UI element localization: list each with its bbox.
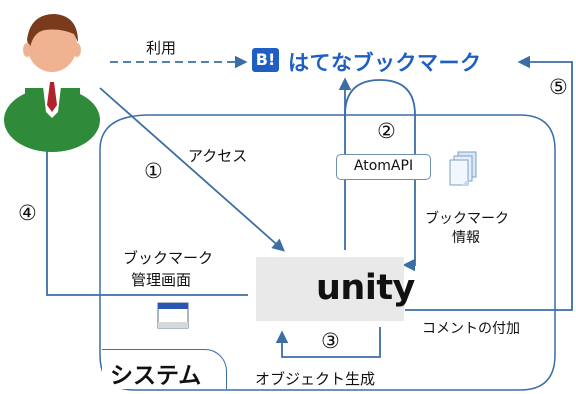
usage-label: 利用	[146, 39, 177, 57]
system-boundary	[99, 114, 556, 391]
hatena-bookmark-name: はてなブックマーク	[288, 51, 482, 75]
unity-wordmark: unity	[316, 268, 415, 308]
system-tab	[102, 349, 227, 389]
admin-screen-line-2: 管理画面	[131, 271, 192, 289]
object-generation-label: オブジェクト生成	[255, 370, 376, 388]
person-icon	[4, 14, 100, 152]
comment-arrow	[405, 55, 573, 311]
bookmark-info-line-1: ブックマーク	[425, 211, 509, 227]
return-arrow	[40, 122, 248, 296]
step-1-label: ①	[144, 159, 163, 183]
step-3-label: ③	[321, 329, 340, 353]
object-generation-arrow	[275, 327, 381, 358]
step-5-label: ⑤	[549, 75, 568, 99]
atomapi-loop	[344, 79, 416, 272]
step-2-label: ②	[377, 119, 396, 143]
comment-label: コメントの付加	[422, 321, 520, 337]
atomapi-box: AtomAPI	[336, 154, 431, 180]
access-arrow	[99, 87, 285, 252]
access-label: アクセス	[188, 147, 248, 165]
document-stack-icon	[449, 151, 477, 186]
step-4-label: ④	[18, 201, 37, 225]
admin-screen-line-1: ブックマーク	[123, 249, 214, 267]
hatena-bookmark-logo: B!	[252, 48, 279, 72]
system-label: システム	[110, 363, 202, 389]
bookmark-info-line-2: 情報	[452, 230, 480, 246]
unity-box	[256, 257, 404, 321]
admin-window-icon	[157, 302, 189, 329]
